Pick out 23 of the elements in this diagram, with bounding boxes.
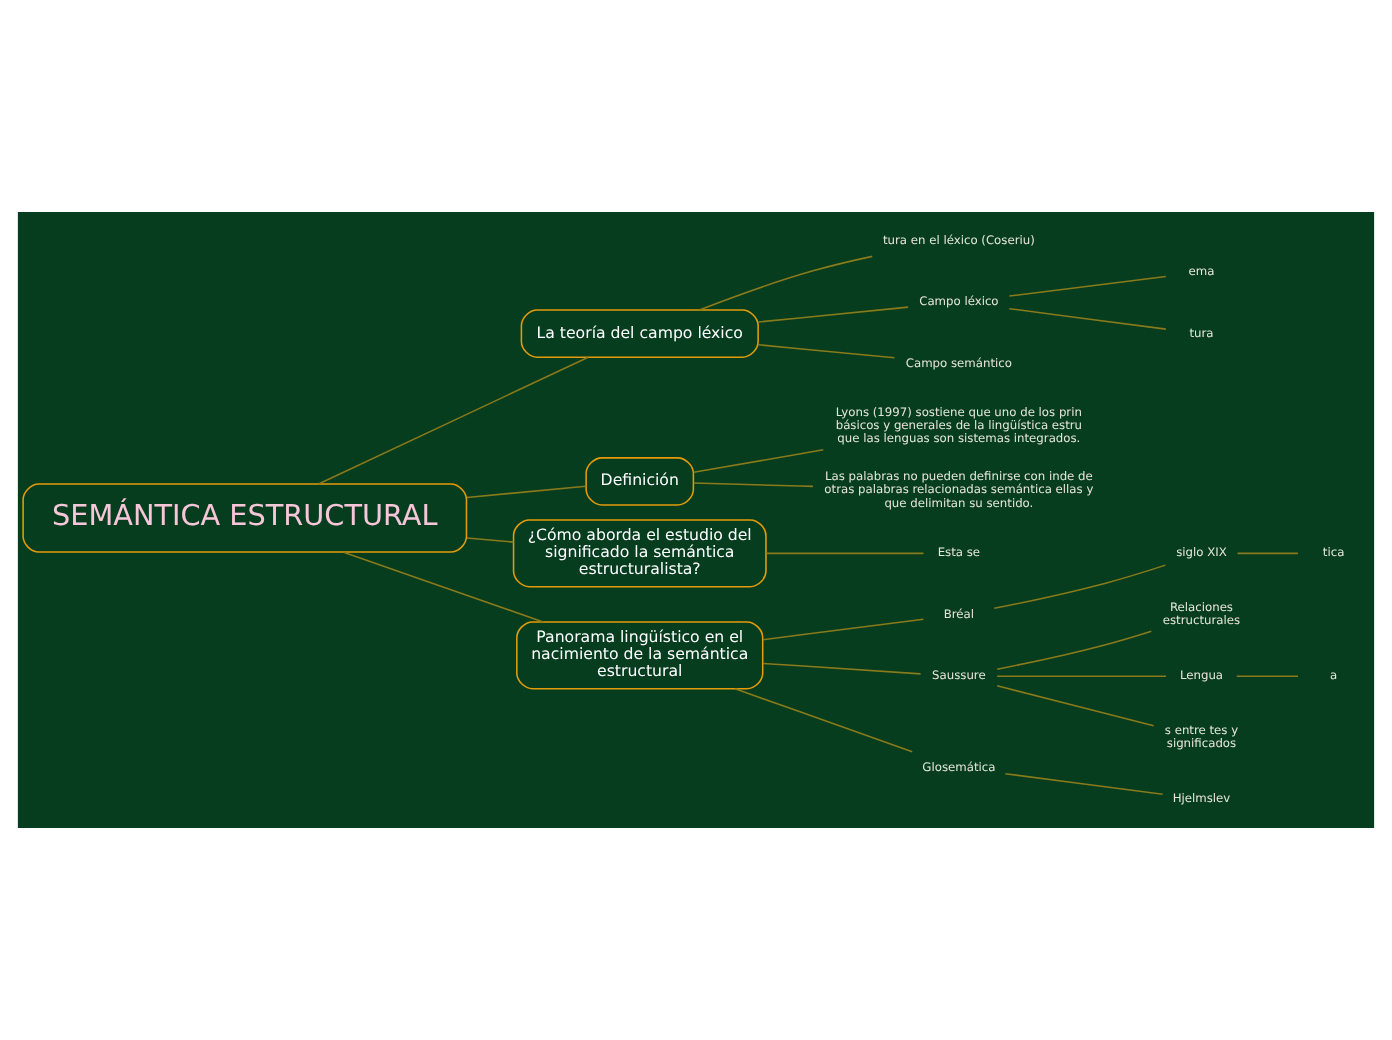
- connector: [342, 551, 544, 623]
- connector: [996, 684, 1155, 727]
- connector: [1008, 307, 1167, 330]
- connector: [692, 482, 814, 488]
- node-box: SEMÁNTICA ESTRUCTURAL: [22, 483, 468, 553]
- connector: [466, 485, 587, 499]
- connector: [734, 688, 913, 753]
- connector: [317, 356, 590, 485]
- connector: [765, 552, 925, 555]
- connector: [692, 449, 824, 474]
- connector: [993, 564, 1167, 610]
- connector: [1236, 552, 1299, 555]
- connector: [996, 675, 1167, 678]
- connector: [757, 344, 896, 359]
- connector: [762, 618, 925, 641]
- connector: [1008, 275, 1167, 297]
- connector: [762, 662, 922, 675]
- connector: [1236, 675, 1299, 678]
- connector: [698, 255, 874, 311]
- connector: [757, 306, 909, 323]
- connector: [996, 630, 1153, 670]
- connector: [466, 537, 515, 543]
- connector: [1004, 772, 1164, 796]
